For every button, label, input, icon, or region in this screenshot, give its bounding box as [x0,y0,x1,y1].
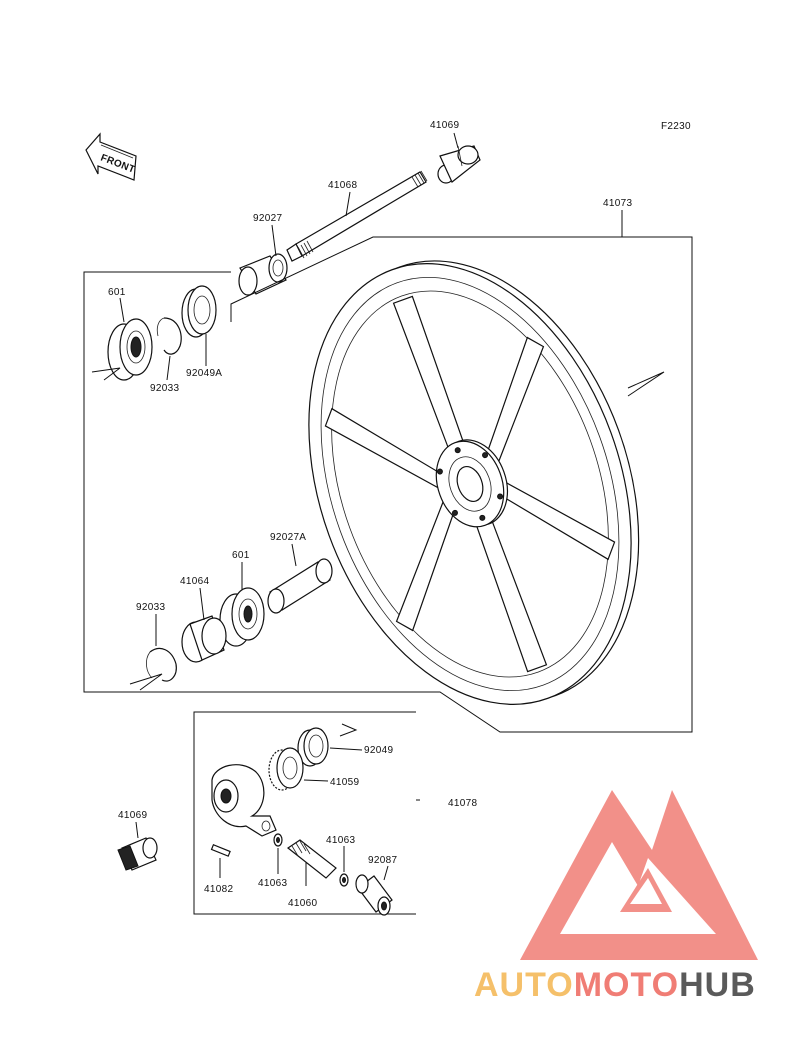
wheel-direction-marker [627,371,665,397]
leader-bearing-upper-arrow [91,367,121,381]
leader-axle-nut [453,132,459,149]
label-washer-right: 41063 [326,835,355,846]
leader-axle-nut-lower [135,821,139,839]
leader-collar-left [271,224,277,257]
collar-right-part [267,558,333,614]
pinion-part [286,839,337,879]
speedo-box-outline [193,711,416,915]
label-bushing: 92087 [368,855,397,866]
label-circlip-upper: 92033 [150,383,179,394]
figure-code: F2230 [661,121,691,132]
label-circlip-lower: 92033 [136,602,165,613]
label-speedo-box: 41078 [448,798,477,809]
label-collar-right: 92027A [270,532,306,543]
axle-nut-lower-part [117,837,158,871]
seal-gear-direction-marker [339,723,358,737]
leader-gear [303,779,329,782]
leader-circlip-lower-arrow [129,673,163,691]
label-washer-left: 41063 [258,878,287,889]
leader-bearing-upper [119,297,125,323]
washer-right-part [339,873,349,887]
label-wheel: 41073 [603,198,632,209]
label-bearing-upper: 601 [108,287,126,298]
bushing-part [355,874,393,916]
leader-seal-gear [329,747,363,751]
label-bearing-lower: 601 [232,550,250,561]
label-seal-upper: 92049A [186,368,222,379]
watermark-logo-icon [520,790,758,960]
front-arrow-icon: FRONT [85,132,137,181]
cap-part [181,615,227,663]
leader-bushing [383,865,389,881]
gearbox-housing-part [211,764,277,837]
label-pinion: 41060 [288,898,317,909]
label-axle: 41068 [328,180,357,191]
pin-part [210,843,231,857]
leader-circlip-upper [166,355,171,381]
label-pin: 41082 [204,884,233,895]
wheel-boundary-outline [83,236,693,733]
watermark-text: AUTOMOTOHUB [474,966,756,1004]
gear-part [268,747,304,791]
watermark-hub: HUB [679,966,756,1004]
leader-axle [345,191,351,217]
label-seal-gear: 92049 [364,745,393,756]
circlip-upper-part [156,317,182,355]
label-cap: 41064 [180,576,209,587]
bearing-upper-part [107,318,153,381]
leader-collar-right [291,543,297,567]
washer-left-part [273,833,283,847]
bearing-lower-part [219,587,265,647]
label-gear: 41059 [330,777,359,788]
label-axle-nut-lower: 41069 [118,810,147,821]
wheel-part [308,260,640,705]
watermark-moto: MOTO [574,966,679,1004]
seal-upper-part [181,285,217,338]
label-axle-nut: 41069 [430,120,459,131]
collar-left-part [238,253,288,296]
axle-part [286,170,428,262]
leader-cap [199,587,205,621]
axle-nut-part [437,145,481,184]
circlip-lower-part [146,647,177,682]
label-collar-left: 92027 [253,213,282,224]
seal-gear-part [297,727,329,767]
watermark-auto: AUTO [474,966,574,1004]
